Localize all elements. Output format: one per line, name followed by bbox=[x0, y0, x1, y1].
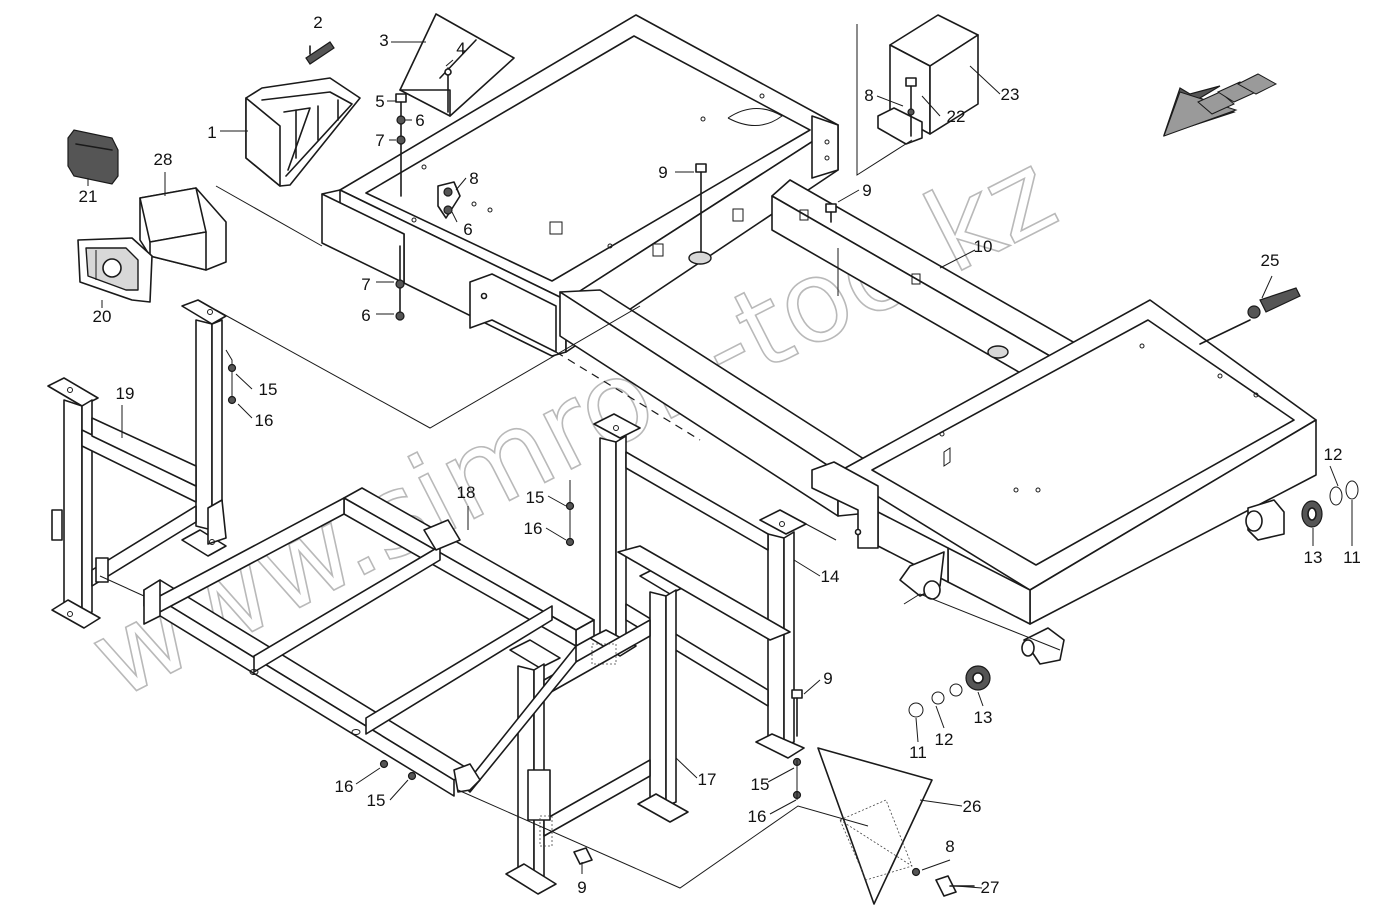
callout-c-2a: 2 bbox=[313, 13, 322, 32]
callout-c-17: 17 bbox=[698, 770, 717, 789]
base-frame-18 bbox=[143, 487, 617, 797]
fasteners bbox=[225, 67, 975, 897]
callout-c-16c: 16 bbox=[335, 777, 354, 796]
reflector-triangle-26 bbox=[817, 747, 933, 905]
callout-c-16a: 16 bbox=[255, 411, 274, 430]
callout-c-10: 10 bbox=[974, 237, 993, 256]
callout-c-16d: 16 bbox=[748, 807, 767, 826]
spring-2 bbox=[305, 41, 335, 65]
callout-c-27: 27 bbox=[981, 878, 1000, 897]
front-platform bbox=[321, 14, 844, 357]
callout-c-11a: 11 bbox=[1343, 548, 1361, 567]
callout-c-6a: 6 bbox=[415, 111, 424, 130]
callout-c-28: 28 bbox=[154, 150, 173, 169]
callout-c-6b: 6 bbox=[463, 220, 472, 239]
callout-c-8c: 8 bbox=[945, 837, 954, 856]
rear-platform bbox=[811, 299, 1317, 665]
callout-c-9c: 9 bbox=[823, 669, 832, 688]
callout-c-12b: 12 bbox=[935, 730, 954, 749]
callout-c-9a: 9 bbox=[658, 163, 667, 182]
callout-c-6c: 6 bbox=[361, 306, 370, 325]
leg-frame-19 bbox=[47, 299, 227, 629]
callout-c-15d: 15 bbox=[367, 791, 386, 810]
callout-c-7a: 7 bbox=[375, 131, 384, 150]
callout-c-1: 1 bbox=[207, 123, 216, 142]
callout-c-19: 19 bbox=[116, 384, 135, 403]
callout-c-8a: 8 bbox=[469, 169, 478, 188]
lamp-housing-28 bbox=[139, 187, 227, 271]
callout-c-15c: 15 bbox=[751, 775, 770, 794]
callout-c-22: 22 bbox=[947, 107, 966, 126]
callout-c-9d: 9 bbox=[577, 878, 586, 897]
bracket-plate-23 bbox=[856, 14, 979, 176]
leader-lines bbox=[87, 41, 1353, 889]
callout-c-21: 21 bbox=[79, 187, 98, 206]
callout-c-8b: 8 bbox=[864, 86, 873, 105]
callout-c-14: 14 bbox=[821, 567, 840, 586]
callout-c-26: 26 bbox=[963, 797, 982, 816]
callout-c-16b: 16 bbox=[524, 519, 543, 538]
lamp-21 bbox=[67, 129, 119, 185]
callout-c-20: 20 bbox=[93, 307, 112, 326]
callout-c-18: 18 bbox=[457, 483, 476, 502]
locator-lines bbox=[99, 185, 869, 889]
callout-c-12a: 12 bbox=[1324, 445, 1343, 464]
callout-c-23: 23 bbox=[1001, 85, 1020, 104]
plate-3 bbox=[399, 13, 515, 117]
leg-frame-14 bbox=[589, 413, 807, 759]
lamp-20 bbox=[77, 237, 153, 303]
fender-1 bbox=[245, 77, 361, 187]
callout-c-3: 3 bbox=[379, 31, 388, 50]
callout-c-11b: 11 bbox=[909, 743, 927, 762]
direction-arrow-icon bbox=[1163, 73, 1278, 137]
callout-c-25: 25 bbox=[1261, 251, 1280, 270]
callout-c-13a: 13 bbox=[1304, 548, 1323, 567]
callout-c-9b: 9 bbox=[862, 181, 871, 200]
callout-c-7b: 7 bbox=[361, 275, 370, 294]
callout-c-5: 5 bbox=[375, 92, 384, 111]
callout-c-13b: 13 bbox=[974, 708, 993, 727]
callout-c-15b: 15 bbox=[526, 488, 545, 507]
axle-parts bbox=[908, 287, 1359, 718]
callout-c-15a: 15 bbox=[259, 380, 278, 399]
callout-c-4: 4 bbox=[456, 39, 465, 58]
